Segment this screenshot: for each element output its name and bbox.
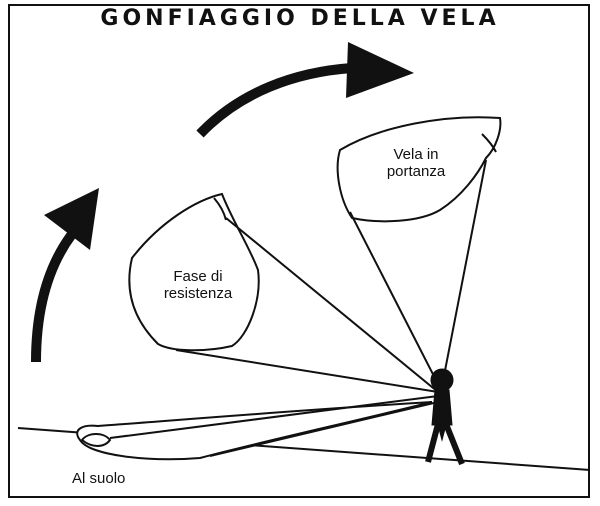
label-ground: Al suolo: [72, 470, 126, 487]
label-lift-line1: Vela in: [393, 146, 439, 163]
wing-lift: [336, 116, 502, 223]
label-lift-line2: portanza: [386, 163, 446, 180]
diagram-title: GONFIAGGIO DELLA VELA: [100, 6, 500, 31]
arrow-overhead-head: [346, 42, 414, 98]
label-resistance-line2: resistenza: [163, 285, 233, 302]
pilot-figure: [425, 368, 465, 466]
wing-on-ground-fold: [80, 433, 112, 447]
suspension-lines: [109, 159, 487, 457]
label-resistance: Fase di resistenza: [152, 268, 244, 302]
wing-lift-edge: [481, 133, 497, 153]
wing-resistance-edge: [213, 197, 227, 221]
arrow-rising-head: [44, 188, 99, 250]
arrow-overhead: [196, 63, 353, 138]
label-resistance-line1: Fase di: [173, 268, 223, 285]
wing-on-ground: [76, 401, 433, 461]
label-lift: Vela in portanza: [366, 146, 466, 180]
wing-resistance: [128, 192, 260, 352]
